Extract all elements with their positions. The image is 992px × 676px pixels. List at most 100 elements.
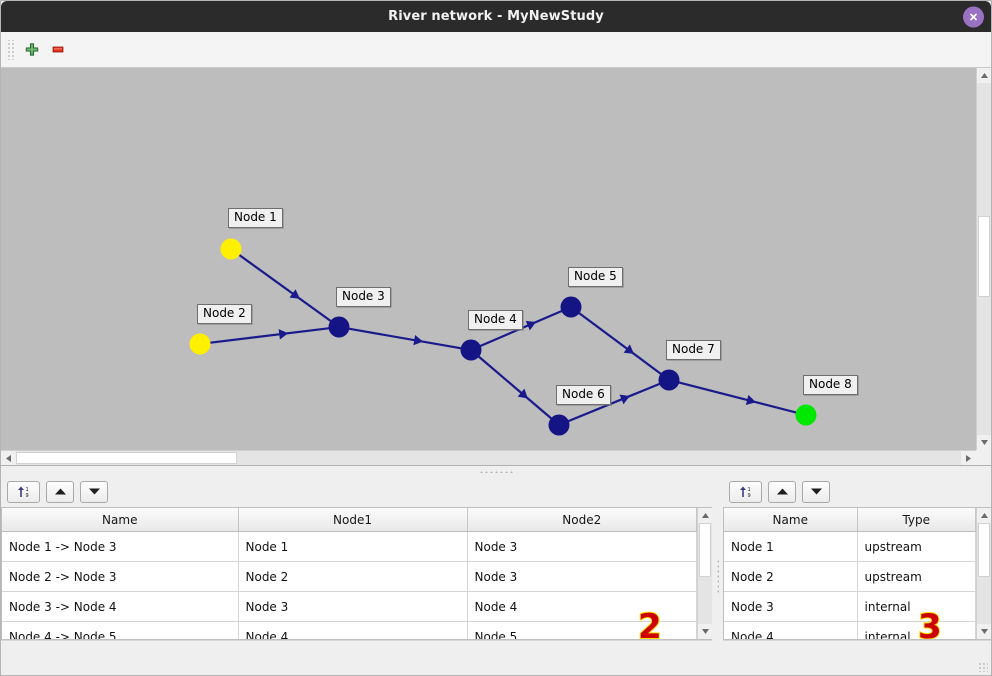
arrow-down-icon[interactable] — [802, 480, 830, 503]
reaches-vscroll-down-arrow[interactable] — [698, 624, 712, 639]
reach-cell-node2[interactable]: Node 3 — [467, 531, 697, 562]
reaches-pane: 1 9 Name — [1, 476, 712, 675]
vscroll-down-arrow[interactable] — [977, 435, 991, 450]
node-label-node-7[interactable]: Node 7 — [666, 340, 721, 360]
graph-edge[interactable] — [577, 311, 663, 376]
node-cell-name[interactable]: Node 1 — [724, 531, 858, 562]
node-cell-type[interactable]: upstream — [857, 531, 976, 562]
graph-node-node-4[interactable] — [460, 339, 482, 361]
hscroll-left-arrow[interactable] — [1, 451, 16, 465]
graph-edge[interactable] — [237, 253, 333, 323]
graph-edge-arrow — [525, 320, 537, 331]
graph-edge[interactable] — [347, 327, 463, 350]
reach-cell-node2[interactable]: Node 3 — [467, 561, 697, 592]
network-graph-area[interactable]: Node 1 Node 2 Node 3 Node 4 Node 5 Node 6 Node… — [1, 68, 991, 465]
node-label-node-2[interactable]: Node 2 — [197, 304, 252, 324]
reaches-col-name[interactable]: Name — [2, 508, 239, 532]
reach-cell-name[interactable]: Node 1 -> Node 3 — [2, 531, 239, 562]
graph-edge[interactable] — [208, 326, 331, 345]
window-resize-grip[interactable] — [978, 662, 988, 672]
graph-node-node-7[interactable] — [658, 369, 680, 391]
node-label-node-6[interactable]: Node 6 — [556, 385, 611, 405]
reach-cell-node2[interactable]: Node 5 — [467, 621, 697, 639]
close-icon[interactable] — [963, 6, 984, 27]
add-plus-icon[interactable] — [19, 37, 45, 63]
reach-cell-node1[interactable]: Node 2 — [238, 561, 468, 592]
graph-node-node-2[interactable] — [189, 333, 211, 355]
graph-node-node-3[interactable] — [328, 316, 350, 338]
arrow-up-icon[interactable] — [46, 480, 74, 503]
horizontal-splitter[interactable] — [1, 465, 991, 476]
svg-text:1: 1 — [25, 487, 28, 493]
graph-vertical-scrollbar[interactable] — [976, 68, 991, 450]
reaches-vscroll-thumb[interactable] — [699, 523, 711, 577]
hscroll-thumb[interactable] — [16, 452, 237, 464]
graph-edge[interactable] — [676, 381, 799, 414]
node-label-node-5[interactable]: Node 5 — [568, 267, 623, 287]
arrow-up-icon[interactable] — [768, 480, 796, 503]
reach-cell-name[interactable]: Node 3 -> Node 4 — [2, 591, 239, 622]
hscroll-track[interactable] — [16, 451, 961, 465]
graph-edge[interactable] — [476, 354, 554, 421]
node-cell-name[interactable]: Node 4 — [724, 621, 858, 639]
graph-node-node-1[interactable] — [220, 238, 242, 260]
node-cell-type[interactable]: internal — [857, 621, 976, 639]
node-cell-type[interactable]: upstream — [857, 561, 976, 592]
graph-edge-arrow — [289, 289, 300, 299]
reaches-col-node1[interactable]: Node1 — [238, 508, 468, 532]
sort-icon[interactable]: 1 9 — [729, 480, 762, 503]
nodes-statusbar — [723, 640, 991, 675]
graph-node-node-6[interactable] — [548, 414, 570, 436]
graph-horizontal-scrollbar[interactable] — [1, 450, 976, 465]
node-label-node-4[interactable]: Node 4 — [468, 310, 523, 330]
graph-edge[interactable] — [566, 382, 662, 423]
nodes-vscroll-up-arrow[interactable] — [977, 508, 991, 523]
hscroll-right-arrow[interactable] — [961, 451, 976, 465]
reach-cell-name[interactable]: Node 4 -> Node 5 — [2, 621, 239, 639]
vscroll-up-arrow[interactable] — [977, 68, 991, 83]
reaches-col-node2[interactable]: Node2 — [467, 508, 697, 532]
reaches-vertical-scrollbar[interactable]: 2 — [637, 508, 712, 639]
reach-cell-node1[interactable]: Node 3 — [238, 591, 468, 622]
reach-cell-node1[interactable]: Node 1 — [238, 531, 468, 562]
nodes-vscroll-down-arrow[interactable] — [977, 624, 991, 639]
reaches-vscroll-up-arrow[interactable] — [698, 508, 712, 523]
toolbar-grip[interactable] — [7, 39, 15, 60]
nodes-vertical-scrollbar[interactable]: 3 — [917, 508, 991, 639]
reach-cell-node2[interactable]: Node 4 — [467, 591, 697, 622]
sort-icon[interactable]: 1 9 — [7, 480, 40, 503]
vscroll-thumb[interactable] — [978, 216, 990, 297]
node-label-node-8[interactable]: Node 8 — [803, 375, 858, 395]
graph-canvas[interactable]: Node 1 Node 2 Node 3 Node 4 Node 5 Node 6 Node… — [1, 68, 976, 450]
nodes-col-type[interactable]: Type — [857, 508, 976, 532]
node-label-node-3[interactable]: Node 3 — [336, 287, 391, 307]
nodes-vscroll-thumb[interactable] — [978, 523, 990, 577]
scrollbar-corner — [976, 450, 991, 465]
reach-cell-node1[interactable]: Node 4 — [238, 621, 468, 639]
node-cell-name[interactable]: Node 2 — [724, 561, 858, 592]
nodes-col-name[interactable]: Name — [724, 508, 858, 532]
node-cell-type[interactable]: internal — [857, 591, 976, 622]
graph-node-node-5[interactable] — [560, 296, 582, 318]
delete-minus-icon[interactable] — [45, 37, 71, 63]
node-label-node-1[interactable]: Node 1 — [228, 208, 283, 228]
arrow-down-icon[interactable] — [80, 480, 108, 503]
graph-node-node-8[interactable] — [795, 404, 817, 426]
node-cell-name[interactable]: Node 3 — [724, 591, 858, 622]
reach-cell-name[interactable]: Node 2 -> Node 3 — [2, 561, 239, 592]
vertical-splitter[interactable] — [712, 476, 723, 675]
